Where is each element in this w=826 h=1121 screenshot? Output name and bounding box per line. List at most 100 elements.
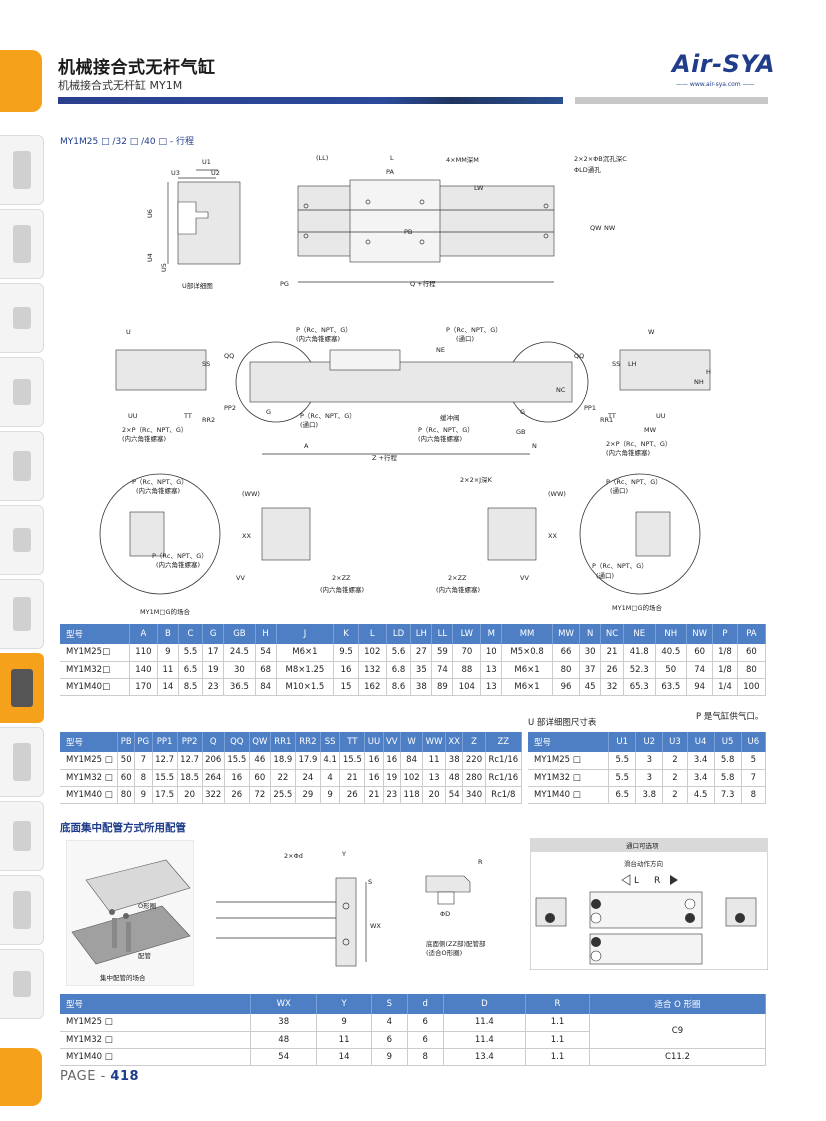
- table-cell: 41.8: [623, 644, 656, 662]
- table-cell: 46: [249, 752, 271, 770]
- table-cell: 8.6: [386, 678, 412, 696]
- holes-label: 2×Φd: [284, 852, 303, 860]
- pb-label: PB: [404, 228, 412, 236]
- column-header: H: [255, 624, 277, 644]
- column-header: D: [443, 994, 527, 1014]
- w-label: W: [648, 328, 655, 336]
- table-cell: 80: [117, 786, 136, 804]
- sidebar-item-2[interactable]: [0, 209, 44, 279]
- tt-label-right: TT: [607, 412, 616, 420]
- piping-photo: O形圈 配管 集中配管的场合: [66, 840, 194, 986]
- table-cell: 8: [741, 786, 767, 804]
- p-supply-note: P 是气缸供气口。: [696, 712, 764, 722]
- table-cell: 84: [255, 678, 277, 696]
- table-cell: 5.5: [608, 752, 637, 770]
- table-cell: 15.5: [152, 769, 178, 787]
- sidebar-item-6[interactable]: [0, 505, 44, 575]
- brand-logo: Air-SYA: [672, 50, 776, 78]
- table-cell: 3.8: [635, 786, 664, 804]
- u6-label: U6: [146, 209, 154, 218]
- table-cell: 50: [117, 752, 136, 770]
- page-prefix: PAGE -: [60, 1069, 111, 1084]
- table-cell: 280: [462, 769, 486, 787]
- column-header: C: [178, 624, 204, 644]
- p-plug-top: (内六角锥螺塞): [296, 334, 340, 343]
- u4-label: U4: [146, 253, 154, 262]
- column-header: NH: [655, 624, 688, 644]
- table-cell: 220: [462, 752, 486, 770]
- valve-icon: [12, 307, 31, 329]
- section-heading: 底面集中配管方式所用配管: [60, 822, 186, 834]
- column-header: SS: [320, 732, 341, 752]
- column-header: MW: [552, 624, 581, 644]
- a-label: A: [304, 442, 309, 450]
- column-header: QQ: [224, 732, 250, 752]
- sidebar-item-3[interactable]: [0, 283, 44, 353]
- table-cell: M6×1: [501, 678, 553, 696]
- sidebar-item-12[interactable]: [0, 949, 44, 1019]
- column-header: S: [371, 994, 408, 1014]
- p-label-port: P（Rc、NPT、G）: [300, 412, 356, 420]
- table-cell: MY1M40 □: [60, 786, 119, 804]
- table-cell: 102: [400, 769, 424, 787]
- ld-label: ΦLD通孔: [574, 165, 601, 174]
- u2-label: U2: [211, 169, 220, 177]
- mw-label: MW: [644, 426, 657, 434]
- port-option-box: 通口可选项 滑台动作方向 L R: [530, 838, 768, 970]
- piping-detail-drawing: 2×Φd Y S WX R ΦD 底面侧(ZZ部)配管部 (适合O形圈): [216, 842, 506, 974]
- sidebar-item-1[interactable]: [0, 135, 44, 205]
- rr2-label: RR2: [202, 416, 215, 424]
- table-cell: 14: [316, 1048, 372, 1066]
- sidebar-item-10[interactable]: [0, 801, 44, 871]
- ss-label: SS: [202, 360, 210, 368]
- two-p-label: 2×P（Rc、NPT、G）: [122, 426, 187, 434]
- sidebar-item-9[interactable]: [0, 727, 44, 797]
- p-label-right: P（Rc、NPT、G）: [446, 326, 502, 334]
- orange-tab-bottom: [0, 1048, 42, 1106]
- sidebar-item-4[interactable]: [0, 357, 44, 427]
- ne-label: NE: [436, 346, 445, 354]
- column-header: LL: [431, 624, 454, 644]
- table-cell: 45: [579, 678, 602, 696]
- table-cell: 18.5: [177, 769, 203, 787]
- photo-caption: 集中配管的场合: [100, 973, 146, 982]
- sidebar-item-5[interactable]: [0, 431, 44, 501]
- table-cell: 2: [662, 769, 688, 787]
- table-cell: 38: [250, 1014, 318, 1032]
- column-header: P: [712, 624, 738, 644]
- qw-label: QW: [590, 224, 602, 232]
- table-cell: 74: [686, 661, 714, 679]
- port-box-direction: 滑台动作方向: [624, 859, 663, 868]
- sidebar-item-7[interactable]: [0, 579, 44, 649]
- table-cell: 18.9: [270, 752, 296, 770]
- table-cell: 26: [224, 786, 250, 804]
- sidebar-item-rodless-active[interactable]: [0, 653, 44, 723]
- table-cell: 72: [249, 786, 271, 804]
- table-cell: 15: [333, 678, 359, 696]
- table-cell: M5×0.8: [501, 644, 553, 662]
- table-cell: 15.5: [339, 752, 366, 770]
- pp2-label: PP2: [224, 404, 236, 412]
- table-cell: 17.5: [152, 786, 178, 804]
- column-header: WW: [422, 732, 446, 752]
- u1-label: U1: [202, 158, 211, 166]
- table-cell: 3.4: [687, 752, 715, 770]
- zz-plug-label-right: (内六角锥螺塞): [436, 585, 480, 594]
- column-header: LH: [410, 624, 433, 644]
- cushion-label: 缓冲阀: [440, 413, 460, 422]
- uu-label: UU: [128, 412, 138, 420]
- table-cell: 340: [462, 786, 486, 804]
- port-box-right: R: [654, 876, 660, 886]
- table-cell: 9: [371, 1048, 408, 1066]
- z-label: Z +行程: [372, 453, 397, 462]
- uu-label-right: UU: [656, 412, 666, 420]
- page-subtitle: 机械接合式无杆缸 MY1M: [58, 79, 183, 92]
- sidebar-item-11[interactable]: [0, 875, 44, 945]
- table-cell: 32: [600, 678, 624, 696]
